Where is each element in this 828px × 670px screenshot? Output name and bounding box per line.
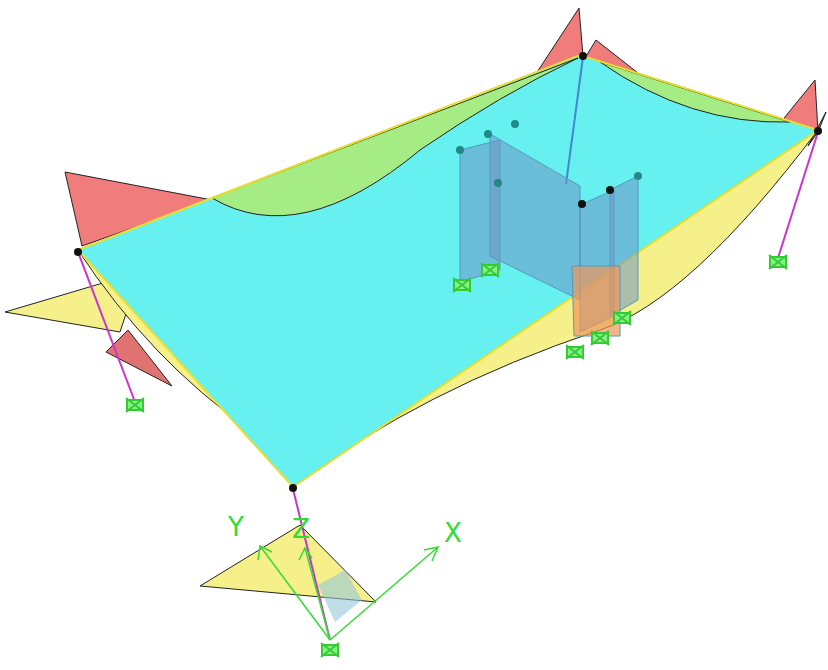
- support-symbol-part: [453, 278, 471, 292]
- axis-triad-part: [260, 546, 330, 640]
- moment-diagram: [5, 8, 826, 602]
- column-part: [778, 132, 818, 258]
- support-symbol-part-part: [321, 643, 339, 657]
- support-symbol-part-part: [769, 255, 787, 269]
- column-part: [566, 57, 583, 184]
- support-symbol-part-part: [591, 331, 609, 345]
- support-symbol-part-part: [126, 398, 144, 412]
- axis-triad-part: [305, 548, 330, 640]
- axis-triad-part: [424, 547, 438, 561]
- shear-wall-part: [490, 134, 580, 300]
- axis-triad-part: [318, 570, 362, 622]
- slab-part: [78, 55, 818, 487]
- shear-wall-part: [572, 266, 620, 336]
- support-symbol-part-part: [126, 398, 144, 412]
- support-symbol-part-part: [769, 255, 787, 269]
- shear-wall: [460, 134, 638, 336]
- joint-dot-part: [494, 179, 502, 187]
- support-symbol-part-part: [481, 263, 499, 277]
- joint-dot-part: [578, 200, 586, 208]
- support-symbol-part: [769, 255, 787, 269]
- slab-part: [78, 55, 818, 487]
- axis-label: X: [444, 520, 462, 546]
- support-symbol-part-part: [613, 311, 631, 325]
- joint-dot-part: [456, 146, 464, 154]
- axis-label: Y: [228, 514, 244, 540]
- joint-dot-part: [606, 186, 614, 194]
- support-symbol-part: [481, 263, 499, 277]
- column-part: [78, 252, 135, 402]
- support-symbol-part-part: [453, 278, 471, 292]
- support-symbol-part-part: [566, 345, 584, 359]
- joint-dot-part: [634, 172, 642, 180]
- support-symbol-part-part: [321, 643, 339, 657]
- column: [78, 57, 818, 640]
- support-symbol-part: [321, 643, 339, 657]
- support-symbol-part-part: [591, 331, 609, 345]
- joint-dot-part: [289, 484, 297, 492]
- slab: [78, 55, 818, 487]
- support-symbol-part: [126, 398, 144, 412]
- support-symbol-part-part: [566, 345, 584, 359]
- axis-triad-part: [258, 546, 272, 560]
- column-part: [293, 489, 330, 640]
- axis-triad: [258, 546, 438, 640]
- support-symbol-part-part: [453, 278, 471, 292]
- axis-triad-part: [299, 548, 312, 560]
- joint-dot-part: [814, 127, 822, 135]
- joint-dot-part: [579, 52, 587, 60]
- joint-dot: [74, 52, 822, 492]
- support-symbol-part: [613, 311, 631, 325]
- support-symbol-part-part: [481, 263, 499, 277]
- joint-dot-part: [511, 120, 519, 128]
- joint-dot-part: [74, 248, 82, 256]
- axis-triad-part: [330, 547, 438, 640]
- support-symbol-part: [566, 345, 584, 359]
- support-symbol-part-part: [613, 311, 631, 325]
- axis-label: Z: [292, 516, 310, 542]
- support-symbol: [126, 255, 787, 657]
- joint-dot-part: [484, 130, 492, 138]
- support-symbol-part: [591, 331, 609, 345]
